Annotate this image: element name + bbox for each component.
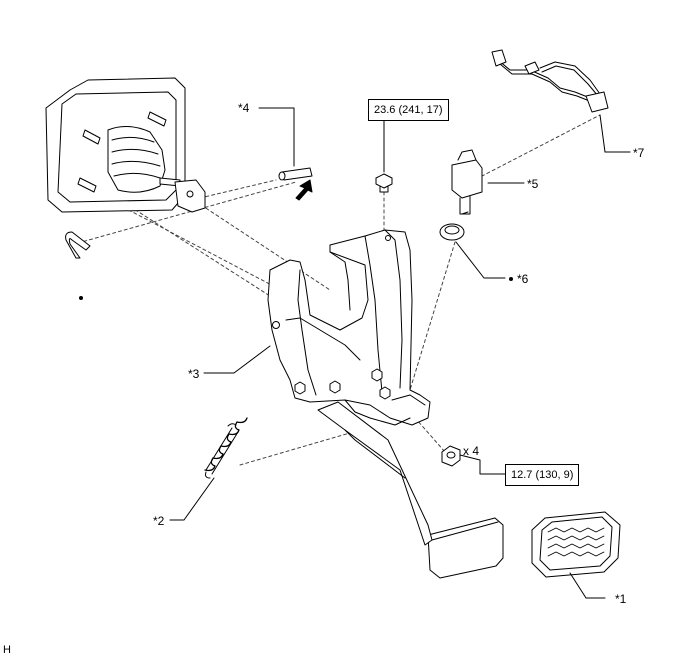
nut-quantity: x 4 [463, 444, 480, 458]
pedal-pad [531, 511, 621, 578]
figure-corner-letter: H [3, 644, 11, 656]
leader-lines [169, 107, 631, 599]
bolt [375, 173, 393, 193]
callout-6: *6 [517, 272, 529, 286]
new-part-bullet [509, 277, 513, 281]
callout-5: *5 [527, 177, 539, 191]
wire-harness [491, 49, 609, 113]
callout-3: *3 [188, 367, 200, 381]
callout-2: *2 [153, 514, 165, 528]
install-arrow [295, 179, 313, 201]
stop-lamp-switch [451, 149, 483, 215]
new-part-bullet [79, 296, 83, 300]
brake-pedal-assembly [267, 229, 504, 579]
callout-7: *7 [633, 146, 645, 160]
clip [65, 231, 91, 259]
brake-booster [45, 77, 206, 213]
torque-spec-bolt: 23.6 (241, 17) [368, 99, 449, 121]
torque-spec-nut: 12.7 (130, 9) [505, 464, 580, 486]
switch-clip [439, 223, 465, 241]
nut [441, 445, 461, 467]
callout-4: *4 [238, 101, 250, 115]
callout-1: *1 [615, 592, 627, 606]
return-spring [204, 417, 248, 479]
pin [278, 167, 313, 181]
